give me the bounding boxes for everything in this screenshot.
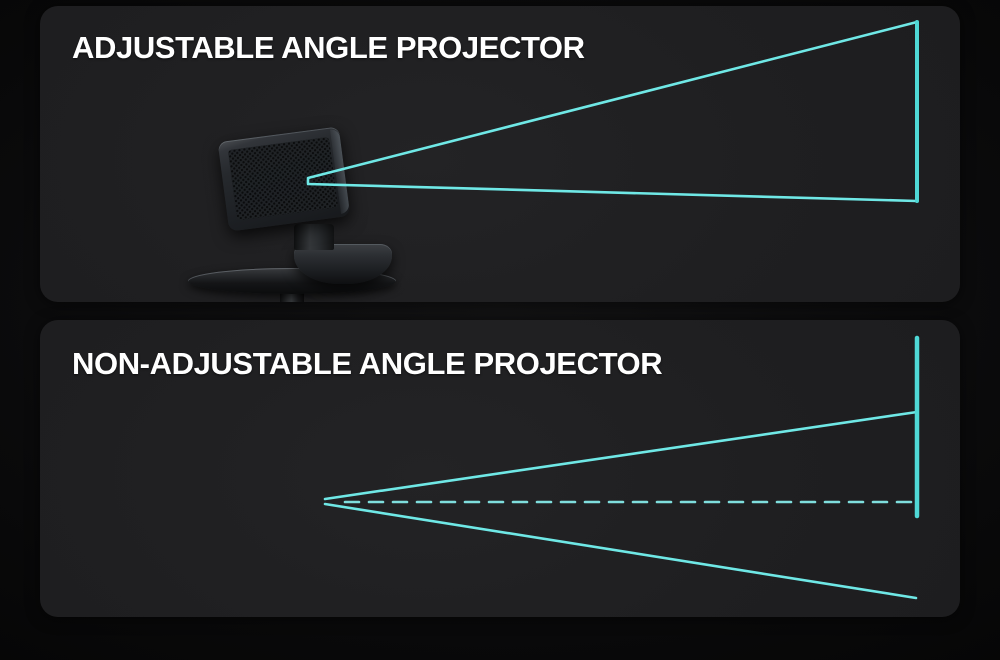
panel-adjustable: ADJUSTABLE ANGLE PROJECTOR <box>40 6 960 302</box>
panel-title-adjustable: ADJUSTABLE ANGLE PROJECTOR <box>72 30 585 65</box>
projector-body-top <box>217 126 351 232</box>
projector-grille-icon <box>227 136 339 221</box>
panel-non-adjustable: NON-ADJUSTABLE ANGLE PROJECTOR <box>40 320 960 617</box>
projector-adjustable <box>217 126 351 232</box>
panel-title-non-adjustable: NON-ADJUSTABLE ANGLE PROJECTOR <box>72 346 663 381</box>
beam-lower-ray <box>323 502 918 600</box>
projector-neck-hinge <box>294 224 334 250</box>
projector-swivel-base <box>294 244 392 284</box>
beam-upper-ray <box>323 410 919 501</box>
